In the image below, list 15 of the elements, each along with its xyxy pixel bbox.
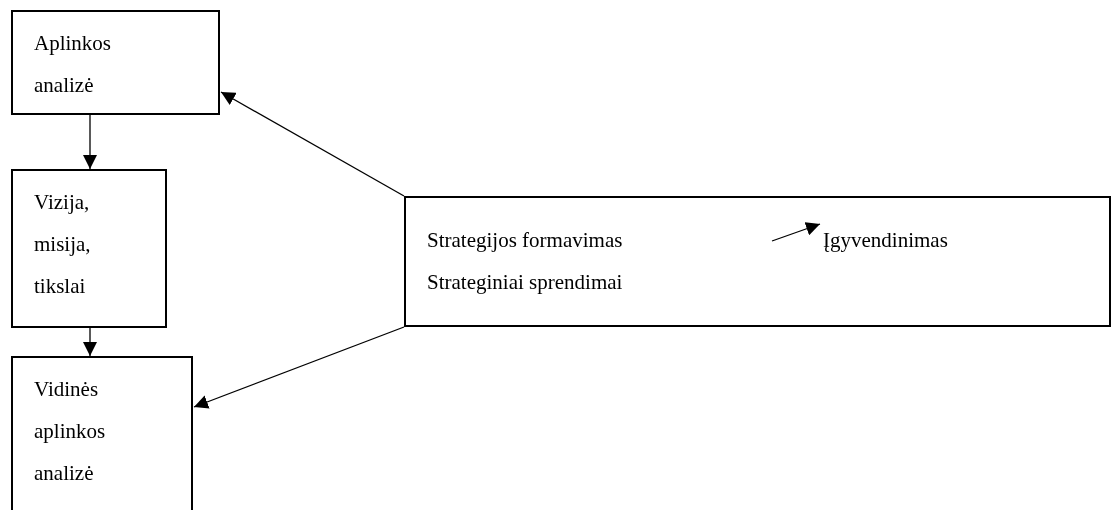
arrow <box>83 327 97 357</box>
process-box <box>11 356 193 510</box>
box-label: Vizija, misija, tikslai <box>34 189 92 300</box>
box-label: Aplinkos analizė <box>34 30 112 99</box>
box-label: Vidinės aplinkos analizė <box>34 376 107 487</box>
step-label: Strategijos formavimas <box>427 227 624 254</box>
arrow <box>220 91 405 197</box>
process-box <box>404 196 1111 327</box>
arrow <box>193 326 405 409</box>
process-box <box>11 169 167 328</box>
arrow <box>771 222 821 242</box>
process-box <box>11 10 220 115</box>
arrow <box>83 114 97 170</box>
step-label: Įgyvendinimas <box>823 227 949 254</box>
step-label: Strateginiai sprendimai <box>427 269 624 296</box>
